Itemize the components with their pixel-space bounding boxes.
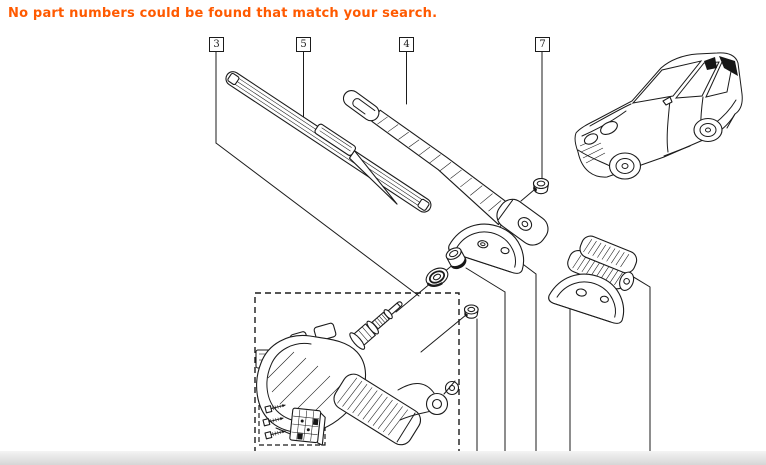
hardware-kit-drawing	[262, 404, 326, 446]
washer-drawing	[425, 267, 449, 287]
no-results-message: No part numbers could be found that matc…	[8, 6, 438, 21]
callout-4[interactable]: 4	[399, 37, 414, 52]
rear-wiper-location-highlight	[719, 56, 738, 76]
wiper-blade-drawing	[225, 71, 432, 213]
viewer-bottom-edge	[0, 451, 766, 465]
callout-5-label: 5	[300, 38, 307, 50]
motor-assembly-drawing	[255, 301, 460, 446]
pivot-cover-drawing	[448, 223, 525, 274]
callout-4-label: 4	[403, 38, 410, 50]
rear-trim-cover-drawing	[548, 273, 625, 324]
spindle-nut-drawing	[463, 304, 479, 319]
callout-3-label: 3	[213, 38, 220, 50]
callout-7-label: 7	[539, 38, 546, 50]
assembly-dashed-box	[254, 292, 460, 455]
vehicle-illustration	[574, 52, 743, 180]
exploded-view-lines	[395, 189, 651, 454]
bushing-drawing	[445, 247, 467, 270]
wiper-arm-drawing	[342, 90, 549, 246]
callout-7[interactable]: 7	[535, 37, 550, 52]
callout-3[interactable]: 3	[209, 37, 224, 52]
pivot-nut-drawing	[532, 177, 550, 195]
rear-trim-cap-drawing	[567, 235, 638, 291]
callout-5[interactable]: 5	[296, 37, 311, 52]
